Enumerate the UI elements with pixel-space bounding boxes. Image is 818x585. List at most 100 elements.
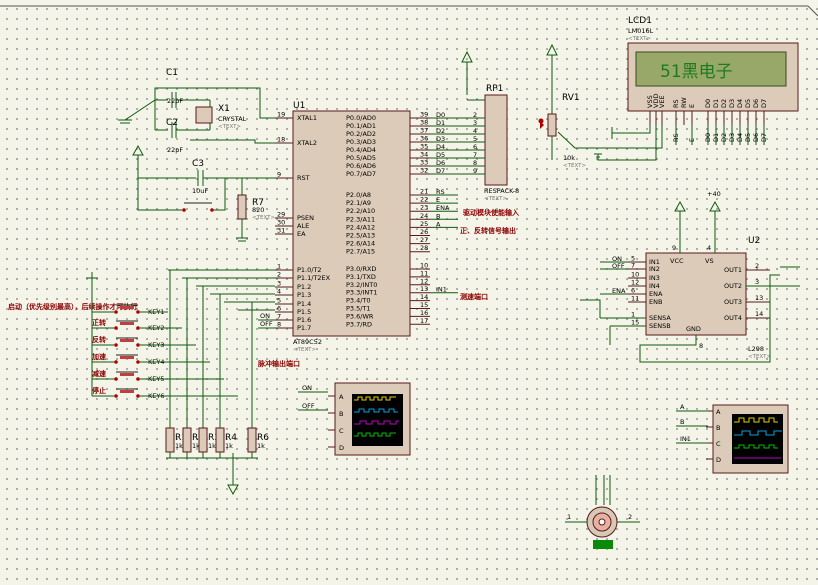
u1-pin-name: P2.1/A9 bbox=[346, 199, 371, 207]
u1-pin-number: 21 bbox=[420, 188, 428, 196]
x1-text-tag: <TEXT> bbox=[218, 124, 241, 130]
key-label: 反转 bbox=[92, 335, 106, 344]
u1-pin-number: 19 bbox=[277, 111, 285, 119]
u1-net-label: D7 bbox=[436, 167, 445, 175]
rp1-text-tag: <TEXT> bbox=[484, 196, 507, 202]
scope1-channel: D bbox=[339, 444, 344, 452]
u2-net-label: ENA bbox=[612, 287, 626, 295]
resistor-value: 1k bbox=[257, 442, 265, 450]
u1-pin-name: P1.4 bbox=[297, 300, 311, 308]
c3-ref: C3 bbox=[192, 159, 204, 169]
u1-pin-number: 10 bbox=[420, 262, 428, 270]
u1-pin-name: P0.4/AD4 bbox=[346, 146, 376, 154]
p1-net-on: ON bbox=[260, 312, 270, 320]
scope1-net-off: OFF bbox=[302, 402, 315, 410]
u1-pin-name: P1.3 bbox=[297, 291, 311, 299]
r7-text-tag: <TEXT> bbox=[252, 215, 275, 221]
p1-net-off: OFF bbox=[260, 320, 273, 328]
u1-pin-number: 26 bbox=[420, 228, 428, 236]
lcd-pin-name: D7 bbox=[760, 99, 768, 108]
u1-pin-number: 2 bbox=[277, 271, 281, 279]
u1-pin-number: 17 bbox=[420, 317, 428, 325]
dc-motor[interactable]: 1 2 bbox=[565, 475, 640, 549]
u1-pin-name: EA bbox=[297, 230, 306, 238]
annotation-pwm-input: 驱动模块使能输入 bbox=[463, 208, 519, 217]
lcd-pin-name: D3 bbox=[728, 99, 736, 108]
key-contact-right bbox=[136, 343, 140, 347]
u1-pin-name: P1.2 bbox=[297, 283, 311, 291]
rp1-pin-number: 4 bbox=[473, 127, 477, 135]
u1-net-label: D5 bbox=[436, 151, 445, 159]
u1-ref: U1 bbox=[293, 101, 305, 111]
key-cap bbox=[120, 390, 134, 393]
u1-pin-number: 6 bbox=[277, 305, 281, 313]
u2-pin-name: ENA bbox=[649, 290, 663, 298]
u1-pin-name: P3.1/TXD bbox=[346, 273, 376, 281]
key-contact-left bbox=[114, 343, 118, 347]
u2-ref: U2 bbox=[748, 236, 760, 246]
key-contact-right bbox=[136, 326, 140, 330]
c3-value: 10uF bbox=[192, 187, 208, 195]
rp1-pin-number: 8 bbox=[473, 159, 477, 167]
key-cap bbox=[120, 356, 134, 359]
rp1-part: RESPACK-8 bbox=[484, 187, 519, 195]
key-label: 正转 bbox=[92, 318, 106, 327]
u1-pin-number: 28 bbox=[420, 244, 428, 252]
u2-pin-name: IN2 bbox=[649, 265, 660, 273]
u1-pin-name: P2.4/A12 bbox=[346, 223, 375, 231]
u2-pin-number: 11 bbox=[631, 295, 639, 303]
lcd-ref: LCD1 bbox=[628, 16, 652, 26]
rp1-pin-number: 7 bbox=[473, 151, 477, 159]
oscillator-circuit[interactable]: C1 22pF C2 22pF X1 CRYSTAL <TEXT> bbox=[118, 68, 275, 154]
lcd-pin-name: RS bbox=[672, 99, 680, 108]
u1-pin-number: 12 bbox=[420, 277, 428, 285]
u1-pin-number: 34 bbox=[420, 151, 428, 159]
u1-pin-number: 7 bbox=[277, 313, 281, 321]
rp1-pin-number: 3 bbox=[473, 119, 477, 127]
annotation-pulse-output: 脉冲输出端口 bbox=[257, 359, 300, 368]
lcd-display-text: 51黑电子 bbox=[660, 62, 733, 82]
u1-pin-name: P2.6/A14 bbox=[346, 240, 375, 248]
u1-part: AT89C52 bbox=[293, 338, 322, 346]
scope2-net-a: A bbox=[680, 403, 685, 411]
lcd-pin-name: D0 bbox=[704, 99, 712, 108]
u2-pin-name: OUT2 bbox=[724, 282, 742, 290]
key-label: 启动（优先级别最高），后续操作才可执行 bbox=[8, 302, 138, 311]
scope2-net-b: B bbox=[680, 418, 684, 426]
u1-pin-name: P0.5/AD5 bbox=[346, 154, 376, 162]
rv1-potentiometer[interactable]: RV1 10k <TEXT> bbox=[538, 43, 587, 169]
u1-pin-number: 31 bbox=[277, 227, 285, 235]
u1-pin-number: 38 bbox=[420, 119, 428, 127]
u1-net-label: D2 bbox=[436, 127, 445, 135]
lcd-pin-name: D2 bbox=[720, 99, 728, 108]
motor-pin-1: 1 bbox=[567, 513, 571, 521]
reset-circuit[interactable]: C3 10uF R7 820 <TEXT> bbox=[132, 144, 275, 242]
rv1-text-tag: <TEXT> bbox=[563, 163, 586, 169]
key-cap bbox=[120, 306, 134, 309]
resistor-value: 1k bbox=[225, 442, 233, 450]
scope1-channel: B bbox=[339, 410, 343, 418]
u1-net-label: ENA bbox=[436, 204, 450, 212]
lcd-net-label: D2 bbox=[720, 133, 728, 142]
key-label: 减速 bbox=[92, 369, 106, 378]
resistor-body bbox=[182, 427, 192, 453]
u1-pin-number: 16 bbox=[420, 309, 428, 317]
lcd-pin-name: E bbox=[688, 104, 696, 108]
annotation-dir-output: 正、反转信号输出 bbox=[460, 226, 516, 235]
resistor-body bbox=[165, 427, 175, 453]
u2-pin-number: 10 bbox=[631, 271, 639, 279]
